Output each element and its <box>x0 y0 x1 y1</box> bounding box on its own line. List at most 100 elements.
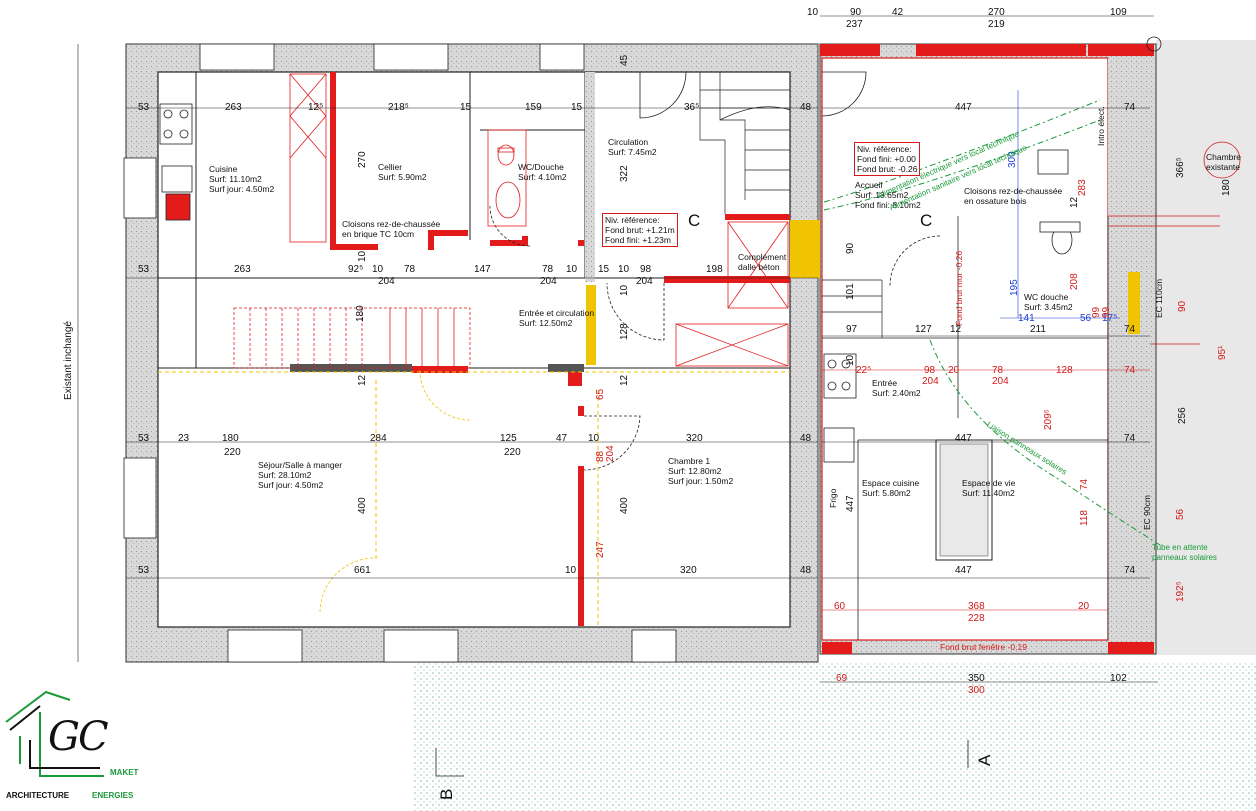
note-frigo: Frigo <box>828 488 838 508</box>
dim: 10 <box>566 264 578 275</box>
dim-top-90: 90 <box>850 7 862 18</box>
dim: 204 <box>636 276 653 287</box>
dim: 12 <box>1069 196 1080 208</box>
dim: 90 <box>1177 300 1188 312</box>
dim: 447 <box>955 565 972 576</box>
dim: 180 <box>355 305 366 322</box>
dim: 125 <box>500 433 517 444</box>
dim: 220 <box>504 447 521 458</box>
dim: 56 <box>1080 313 1092 324</box>
complement-beton-block <box>790 220 820 278</box>
dim: 218⁵ <box>388 102 409 113</box>
dim: 204 <box>992 376 1009 387</box>
dim: 270 <box>357 151 368 168</box>
dim: 36⁵ <box>684 102 700 113</box>
logo-maket: MAKET <box>110 768 139 777</box>
dim: 12 <box>619 374 630 386</box>
section-a-marker: A <box>975 754 994 766</box>
dim: 220 <box>224 447 241 458</box>
dim: 74 <box>1124 433 1136 444</box>
dim: 101 <box>845 283 856 300</box>
dim: 15 <box>571 102 583 113</box>
dim: 198 <box>706 264 723 275</box>
dim: 12 <box>357 374 368 386</box>
dim: 47 <box>556 433 568 444</box>
dim: 256 <box>1177 407 1188 424</box>
dim: 56 <box>1175 508 1186 520</box>
dim: 48 <box>800 433 812 444</box>
dim: 128 <box>619 323 630 340</box>
note-fond-brut-fenetre: Fond brut fenêtre -0.19 <box>940 642 1027 652</box>
note-ec-90: EC 90cm <box>1142 495 1152 530</box>
dim: 209⁵ <box>1043 409 1054 430</box>
dim: 195 <box>1009 279 1020 296</box>
logo-architecture: ARCHITECTURE <box>6 791 70 800</box>
dim: 228 <box>968 613 985 624</box>
dim: 53 <box>138 565 150 576</box>
dim: 447 <box>955 433 972 444</box>
dim: 180 <box>222 433 239 444</box>
dim: 322 <box>619 165 630 182</box>
dim: 10 <box>588 433 600 444</box>
dim: 97 <box>846 324 858 335</box>
dim: 98 <box>924 365 936 376</box>
logo-energies: ENERGIES <box>92 791 134 800</box>
gc-maket-logo: GC MAKET ARCHITECTURE ENERGIES <box>4 686 154 806</box>
dim: 78 <box>542 264 554 275</box>
dim: 127 <box>915 324 932 335</box>
dim: 350 <box>968 673 985 684</box>
dim: 99 <box>1101 306 1112 318</box>
dim: 320 <box>686 433 703 444</box>
dim: 20 <box>948 365 960 376</box>
dim: 12⁵ <box>308 102 324 113</box>
dim: 20 <box>1078 601 1090 612</box>
dim: 10 <box>618 264 630 275</box>
dim-top-109: 109 <box>1110 7 1127 18</box>
dim: 320 <box>680 565 697 576</box>
dim: 22⁵ <box>856 365 872 376</box>
dim: 95¹ <box>1217 345 1228 360</box>
section-b-marker: B <box>437 788 456 800</box>
dim: 78 <box>992 365 1004 376</box>
dim: 45 <box>619 54 630 66</box>
dim: 69 <box>836 673 848 684</box>
section-c-right: C <box>920 211 933 230</box>
dim: 78 <box>404 264 416 275</box>
dim: 447 <box>955 102 972 113</box>
dim: 366⁵ <box>1175 157 1186 178</box>
dim-top-42: 42 <box>892 7 904 18</box>
dim: 263 <box>234 264 251 275</box>
note-ec-110: EC 110cm <box>1154 278 1164 318</box>
dim: 23 <box>178 433 190 444</box>
room-chambre-existante: Chambre existante <box>1206 152 1241 172</box>
dim: 300 <box>968 685 985 696</box>
left-building-walls <box>125 43 819 663</box>
gc-maket-logo-mark <box>5 690 104 777</box>
dim: 74 <box>1079 478 1090 490</box>
dim: 192⁵ <box>1175 581 1186 602</box>
dim: 74 <box>1124 102 1136 113</box>
dim: 65 <box>595 388 606 400</box>
dim: 447 <box>845 495 856 512</box>
dim: 368 <box>968 601 985 612</box>
dim: 10 <box>845 354 856 366</box>
dim: 53 <box>138 433 150 444</box>
dim-top-270: 270 <box>988 7 1005 18</box>
